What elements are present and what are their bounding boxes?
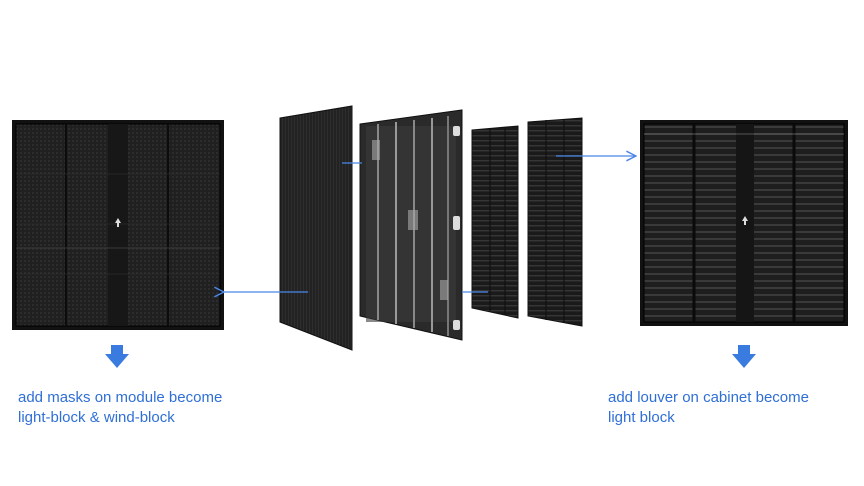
cabinet-with-louver (640, 120, 848, 326)
down-arrow-right-icon (732, 345, 756, 368)
connector-arrows (224, 156, 636, 292)
right-caption-line2: light block (608, 409, 675, 426)
louver-panel-small (471, 125, 519, 319)
up-arrow-icon (115, 218, 121, 227)
cabinet-with-masks (12, 120, 224, 330)
up-arrow-icon (742, 216, 748, 225)
cabinet-frame (359, 109, 463, 341)
mask-panel (279, 105, 353, 351)
right-caption: add louver on cabinet become light block (608, 388, 809, 428)
left-caption: add masks on module become light-block &… (18, 388, 222, 428)
louver-panel-large (527, 117, 583, 327)
left-caption-line1: add masks on module become (18, 389, 223, 406)
left-caption-line2: light-block & wind-block (18, 409, 175, 426)
right-caption-line1: add louver on cabinet become (608, 389, 809, 406)
down-arrow-left-icon (105, 345, 129, 368)
